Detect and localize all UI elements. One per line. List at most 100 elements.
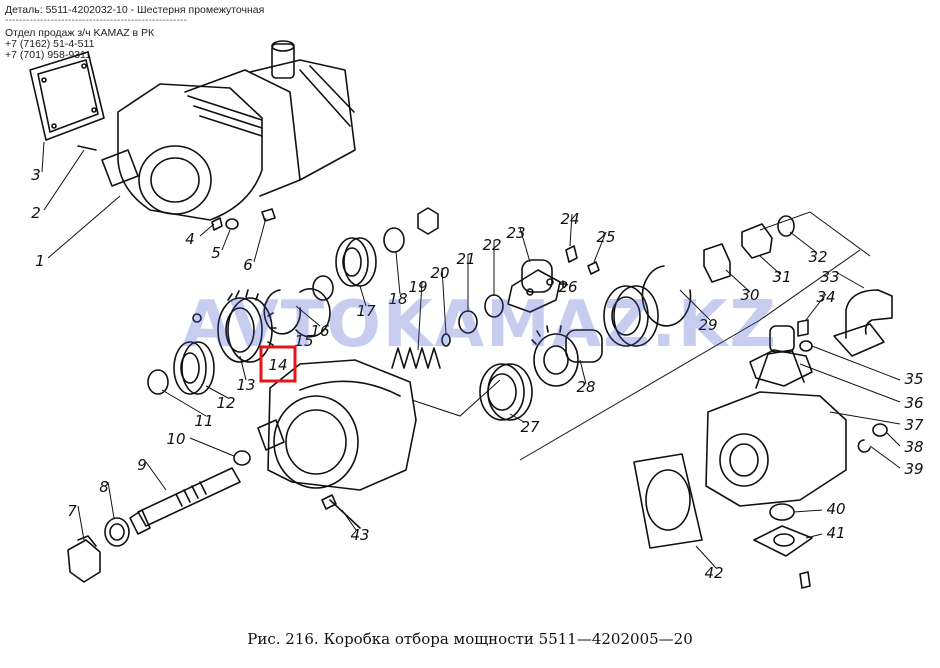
ring-10 [233,450,251,466]
bolt [799,571,811,589]
callout-35: 35 [904,370,923,388]
callout-42: 42 [704,564,723,582]
snap-ring-15 [295,288,331,338]
callout-11: 11 [194,412,213,430]
bracket-line-0 [411,379,501,417]
washer [312,275,334,301]
callout-19: 19 [408,278,427,296]
seal-27 [479,363,533,421]
bolt-2 [77,145,97,151]
bearing-29 [603,285,659,347]
callout-1: 1 [35,252,45,270]
leader-1 [47,195,121,259]
callout-9: 9 [137,456,147,474]
leader-3 [41,141,45,173]
bolt-34 [797,319,809,337]
callout-24: 24 [560,210,579,228]
bushing-21 [458,310,478,334]
leader-33 [835,271,865,289]
leader-23 [519,227,531,263]
plug-7 [67,535,101,583]
bolt-25 [587,261,600,275]
callout-38: 38 [904,438,923,456]
callout-41: 41 [826,524,845,542]
pin [192,313,202,323]
bolt-4 [211,217,223,231]
gear-28 [531,325,603,387]
washer-8 [104,517,130,547]
leader-28 [579,359,587,385]
leader-18 [395,251,401,295]
leader-36 [799,363,901,403]
callout-14: 14 [268,356,287,374]
leader-39 [869,445,901,469]
ring-39 [857,439,871,453]
callout-3: 3 [31,166,41,184]
leader-26 [563,283,569,289]
leader-9 [145,461,167,491]
callout-22: 22 [482,236,501,254]
leader-34 [805,293,827,321]
elbow-33 [833,289,893,357]
leader-25 [593,231,607,263]
bracket-line-2 [759,211,871,257]
washer-18 [383,227,405,253]
leader-27 [509,413,525,423]
bearing-12 [173,341,215,395]
callout-5: 5 [211,244,221,262]
leader-24 [569,213,573,247]
nut-18 [417,207,439,235]
callout-29: 29 [698,316,717,334]
snap-ring [641,265,692,327]
leader-20 [441,267,447,335]
leader-35 [811,345,901,381]
figure-caption: Рис. 216. Коробка отбора мощности 5511—4… [247,630,693,648]
sales-dept: Отдел продаж з/ч KAMAZ в РК [5,27,155,39]
leader-42 [695,545,717,569]
leader-30 [725,269,751,293]
leader-31 [759,255,781,275]
leader-38 [885,431,901,447]
callout-37: 37 [904,416,924,434]
detail-line: Деталь: 5511-4202032-10 - Шестерня проме… [5,4,265,16]
callout-27: 27 [520,418,540,436]
callout-2: 2 [31,204,41,222]
leader-19 [417,281,423,351]
leader-11 [161,389,207,417]
callout-43: 43 [350,526,369,544]
leader-4 [199,223,215,237]
callout-6: 6 [243,256,253,274]
callout-33: 33 [820,268,839,286]
leader-17 [359,285,367,307]
part-31 [741,223,773,259]
pin-26 [559,280,567,288]
housing-center [257,359,417,491]
shaft-9 [129,467,241,535]
leader-40 [793,509,823,513]
leader-29 [679,289,711,321]
callout-8: 8 [99,478,109,496]
washer-22 [484,294,504,318]
leader-12 [205,385,229,399]
snap-ring-16 [263,289,302,335]
leader-8 [107,481,115,519]
leader-32 [789,231,817,253]
gasket-42 [633,453,703,549]
callout-12: 12 [216,394,235,412]
callout-30: 30 [740,286,759,304]
leader-2 [43,149,85,211]
callout-10: 10 [166,430,185,448]
assembly-top [29,40,356,221]
ring-32 [777,215,795,237]
ring-20 [441,333,451,347]
cover-41 [753,525,813,557]
callout-23: 23 [506,224,525,242]
housing-lower-right [705,325,847,507]
bearing-17 [335,237,377,287]
callout-40: 40 [826,500,845,518]
phone-1: +7 (7162) 51-4-511 [5,38,95,50]
callout-18: 18 [388,290,407,308]
bracket-line-1 [519,249,861,461]
washer-35 [799,340,813,352]
